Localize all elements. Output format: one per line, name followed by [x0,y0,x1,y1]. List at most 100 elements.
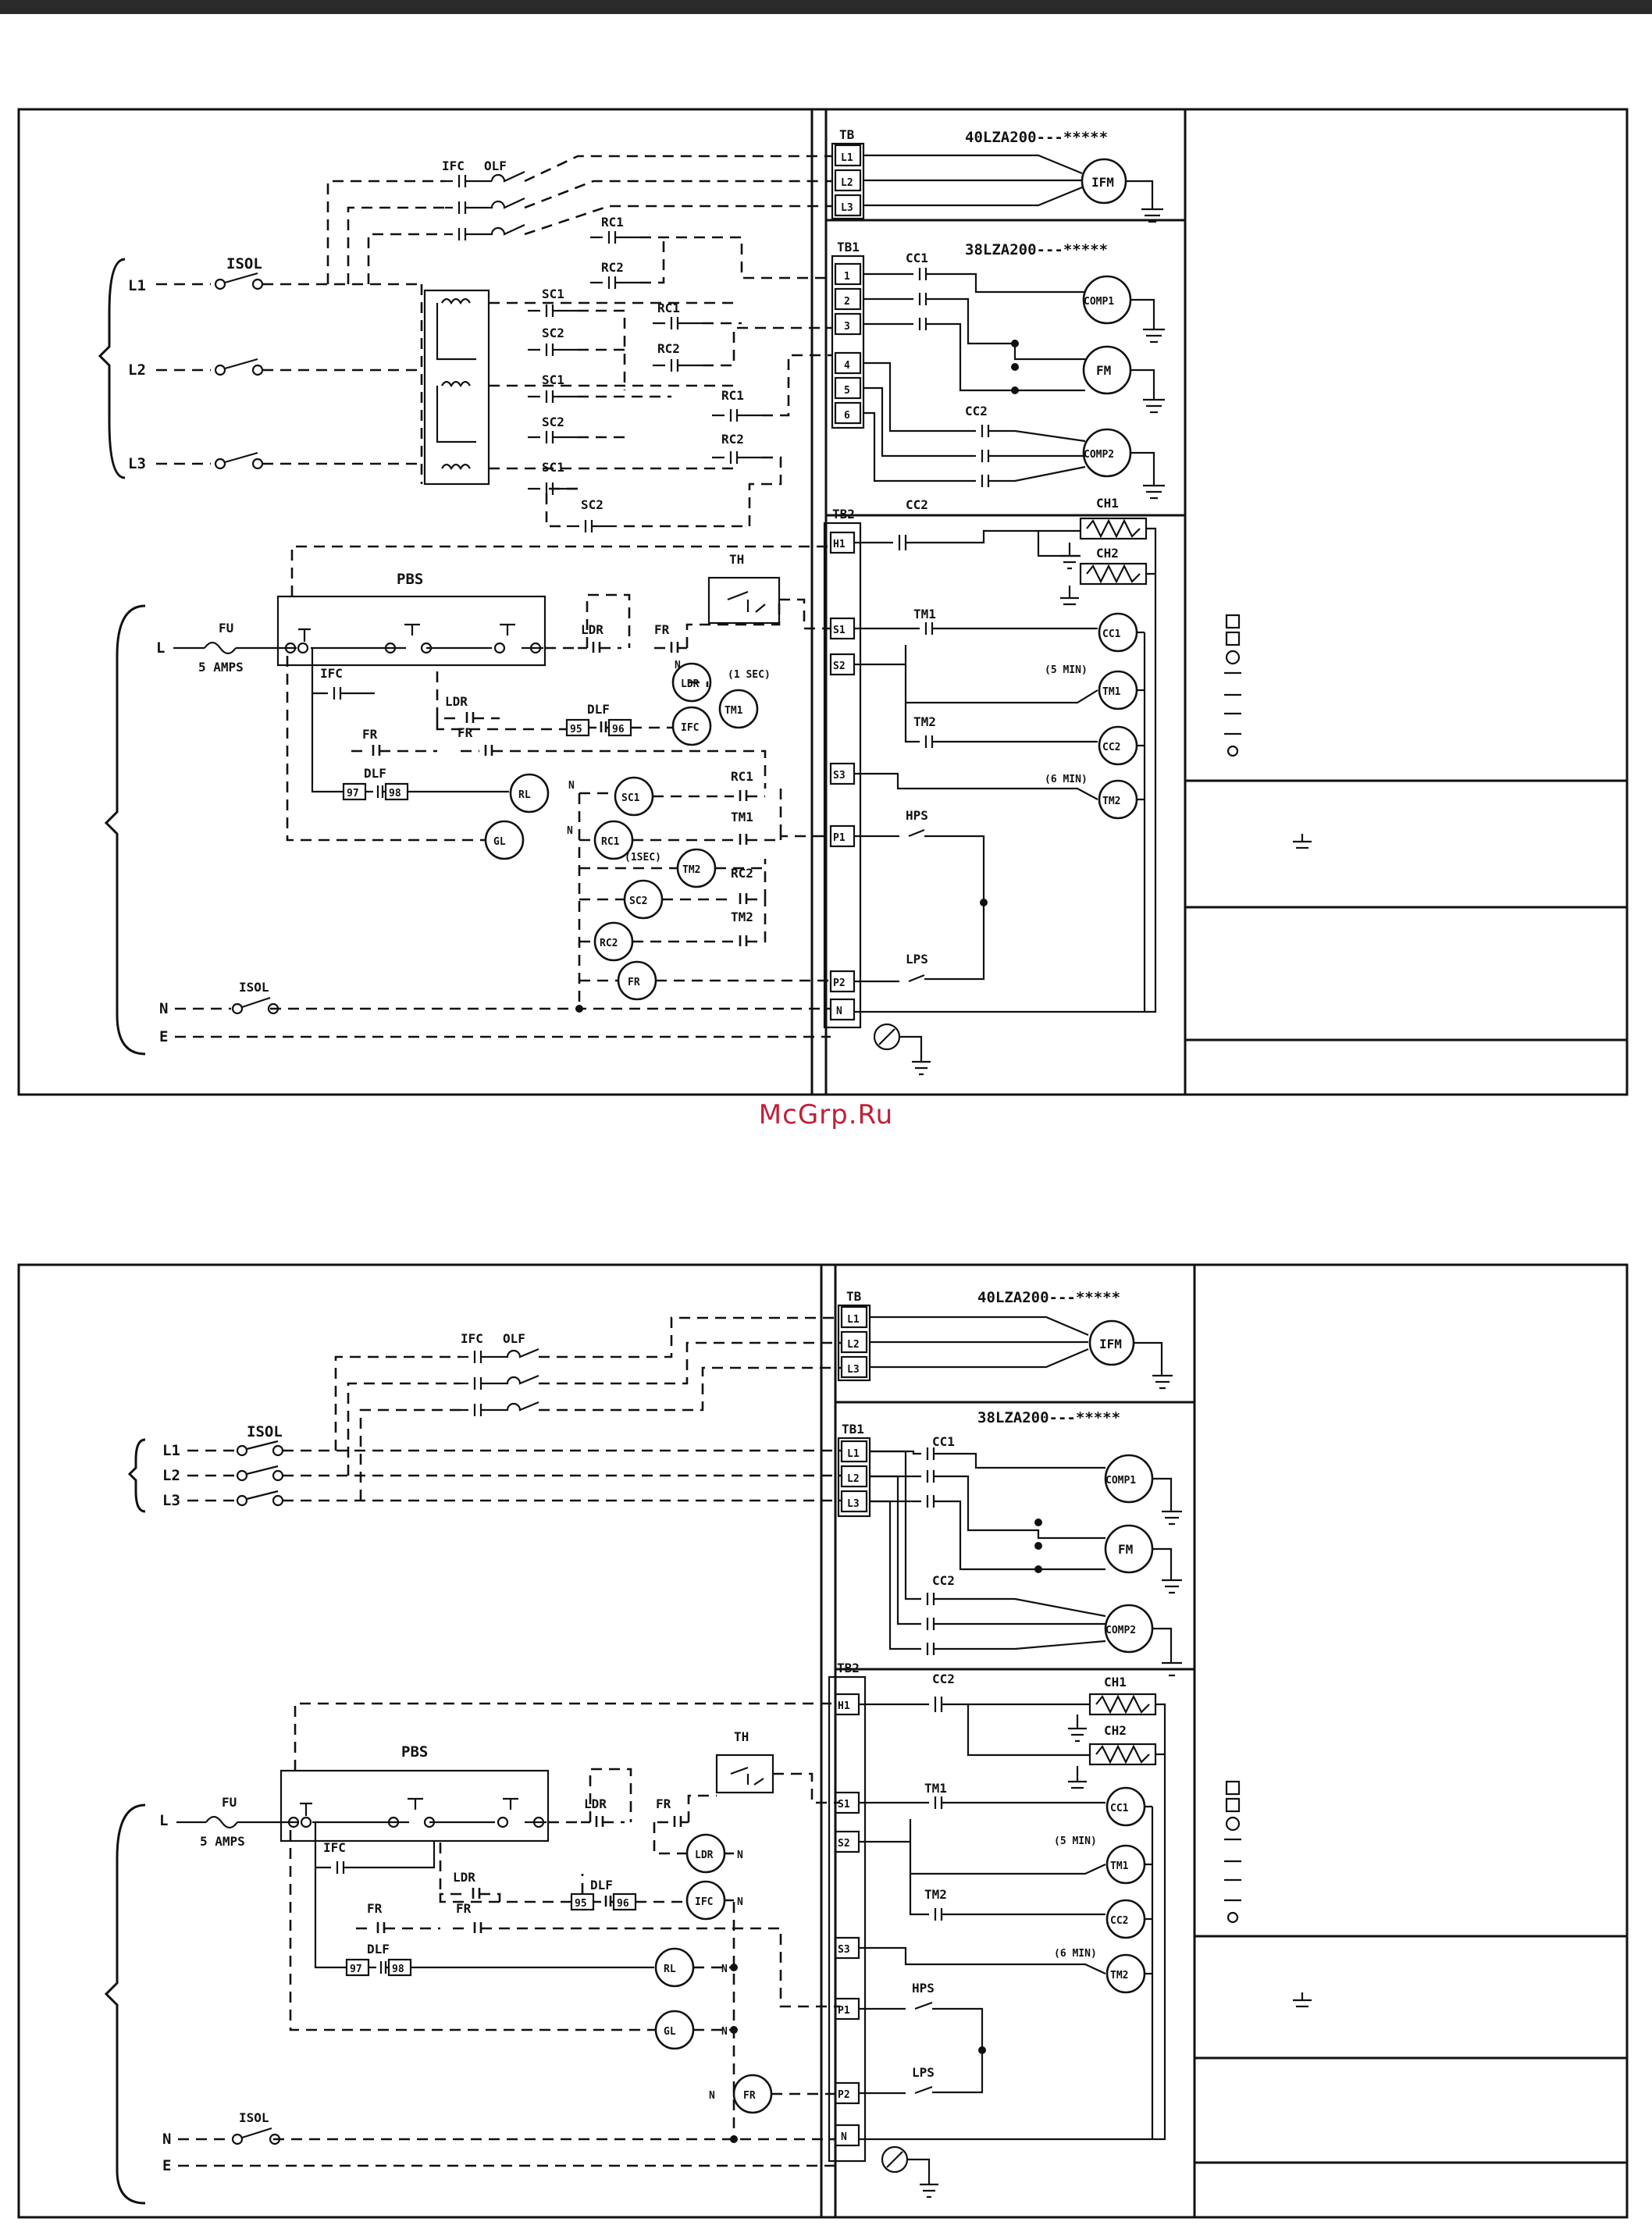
svg-text:L2: L2 [847,1339,860,1351]
svg-text:L2: L2 [847,1473,860,1485]
svg-text:6: 6 [844,410,850,422]
svg-text:CC2: CC2 [965,404,988,418]
svg-text:TB: TB [839,127,855,142]
svg-text:DLF: DLF [364,766,386,781]
svg-text:TM2: TM2 [913,714,936,729]
svg-text:N: N [675,660,681,671]
svg-text:RC1: RC1 [721,388,744,403]
svg-text:E: E [159,1028,168,1045]
svg-text:S1: S1 [838,1799,850,1811]
svg-text:SC1: SC1 [542,287,564,301]
svg-text:N: N [567,825,573,837]
svg-text:L: L [156,639,165,657]
svg-text:CC2: CC2 [1110,1915,1128,1927]
svg-text:S3: S3 [838,1944,850,1956]
svg-text:L1: L1 [128,277,146,294]
control-relays-2: LDR FR TH LDR IFC N N IFC LDR FR DLF 95 … [289,1729,840,2143]
motor-fm: FM [1082,345,1165,414]
svg-text:FU: FU [222,1795,237,1810]
outdoor-control-tm1-2: TM1 CC1 (5 MIN) TM1 [859,1781,1146,1885]
svg-text:N: N [721,1964,728,1975]
terminal-block-tb-2: TB L1 L2 L3 [837,1289,871,1382]
pushbutton-station-pbs: PBS [276,545,831,667]
svg-text:(5 MIN): (5 MIN) [1045,664,1088,676]
svg-text:5 AMPS: 5 AMPS [200,1834,245,1849]
svg-text:P1: P1 [838,2005,850,2017]
svg-text:FU: FU [219,621,233,636]
contact-sc1-sc2-rc1-rc2: SC1 SC2 RC1 RC2 RC1 RC2 SC1 SC2 RC1 RC2 … [528,215,832,532]
svg-text:RC2: RC2 [657,341,680,356]
ground-symbol [1293,834,1312,849]
svg-text:TB1: TB1 [842,1422,864,1437]
svg-text:98: 98 [389,788,401,799]
svg-text:(1SEC): (1SEC) [625,852,661,863]
svg-text:CH1: CH1 [1104,1675,1127,1689]
svg-text:N: N [159,1000,168,1017]
svg-text:CC1: CC1 [1102,628,1121,640]
motor-ifm: IFM [863,154,1163,223]
svg-text:L3: L3 [162,1492,180,1509]
supply-brace-power-2: L1 L2 L3 ISOL [127,1423,842,1513]
svg-text:96: 96 [612,724,625,735]
svg-text:N: N [709,2090,715,2102]
top-bar [0,0,1652,14]
indoor-model-2: 40LZA200---***** [977,1289,1120,1306]
svg-text:CH1: CH1 [1096,496,1119,511]
svg-text:P1: P1 [833,832,846,844]
svg-text:LDR: LDR [584,1796,607,1811]
svg-text:LPS: LPS [912,2065,935,2080]
legend-symbols [1224,614,1241,757]
motor-comp1: COMP1 [1082,275,1165,344]
svg-text:(1 SEC): (1 SEC) [728,669,771,681]
svg-text:L1: L1 [847,1314,860,1326]
svg-text:CC1: CC1 [906,251,928,265]
svg-text:H1: H1 [838,1700,850,1712]
svg-text:TM1: TM1 [1110,1860,1129,1872]
svg-text:FM: FM [1096,363,1111,378]
svg-text:OLF: OLF [503,1331,525,1346]
svg-text:RC2: RC2 [731,866,753,881]
supply-brace-control-2: L FU 5 AMPS N E ISOL [104,1795,835,2205]
ground-symbol-2 [1293,1992,1312,2008]
svg-text:IFC: IFC [461,1331,483,1346]
outdoor-model-2: 38LZA200---***** [977,1409,1120,1426]
svg-text:DLF: DLF [367,1942,390,1957]
contactor-cc1-power: CC1 [863,251,1085,394]
motor-comp2-2: COMP2 [1104,1604,1182,1677]
svg-text:2: 2 [844,296,850,308]
svg-text:TH: TH [734,1729,749,1744]
svg-text:SC2: SC2 [581,497,603,512]
svg-text:RC1: RC1 [657,301,680,315]
svg-text:COMP2: COMP2 [1105,1625,1136,1636]
svg-text:TB1: TB1 [837,240,860,255]
svg-text:L2: L2 [128,361,146,379]
svg-text:S2: S2 [838,1838,850,1850]
svg-text:IFC: IFC [695,1896,713,1908]
svg-text:TM2: TM2 [1102,796,1120,807]
svg-text:TM1: TM1 [913,607,936,621]
svg-text:95: 95 [570,724,582,735]
svg-text:TM2: TM2 [1110,1970,1128,1981]
crankcase-heaters: CC2 CH1 CH2 [854,496,1157,1013]
svg-text:HPS: HPS [912,1981,935,1996]
indoor-model: 40LZA200---***** [965,129,1108,146]
svg-text:GL: GL [664,2026,676,2038]
svg-text:IFM: IFM [1099,1337,1122,1351]
svg-text:(6 MIN): (6 MIN) [1054,1948,1097,1960]
svg-text:ISOL: ISOL [247,1423,283,1440]
svg-text:TM1: TM1 [1102,686,1121,698]
svg-text:TM2: TM2 [682,864,700,876]
svg-text:RC2: RC2 [601,260,624,275]
svg-text:L2: L2 [841,177,853,189]
motor-fm-2: FM [1104,1524,1182,1594]
svg-text:TB2: TB2 [832,507,855,522]
svg-text:SC1: SC1 [542,372,564,387]
svg-text:IFC: IFC [681,722,699,734]
svg-text:CC2: CC2 [906,497,928,512]
svg-text:TH: TH [729,552,744,567]
svg-text:OLF: OLF [484,158,507,173]
svg-text:1: 1 [844,271,850,283]
svg-text:PBS: PBS [401,1743,428,1761]
diagram-frame [17,108,1629,1096]
svg-text:N: N [721,2026,728,2038]
